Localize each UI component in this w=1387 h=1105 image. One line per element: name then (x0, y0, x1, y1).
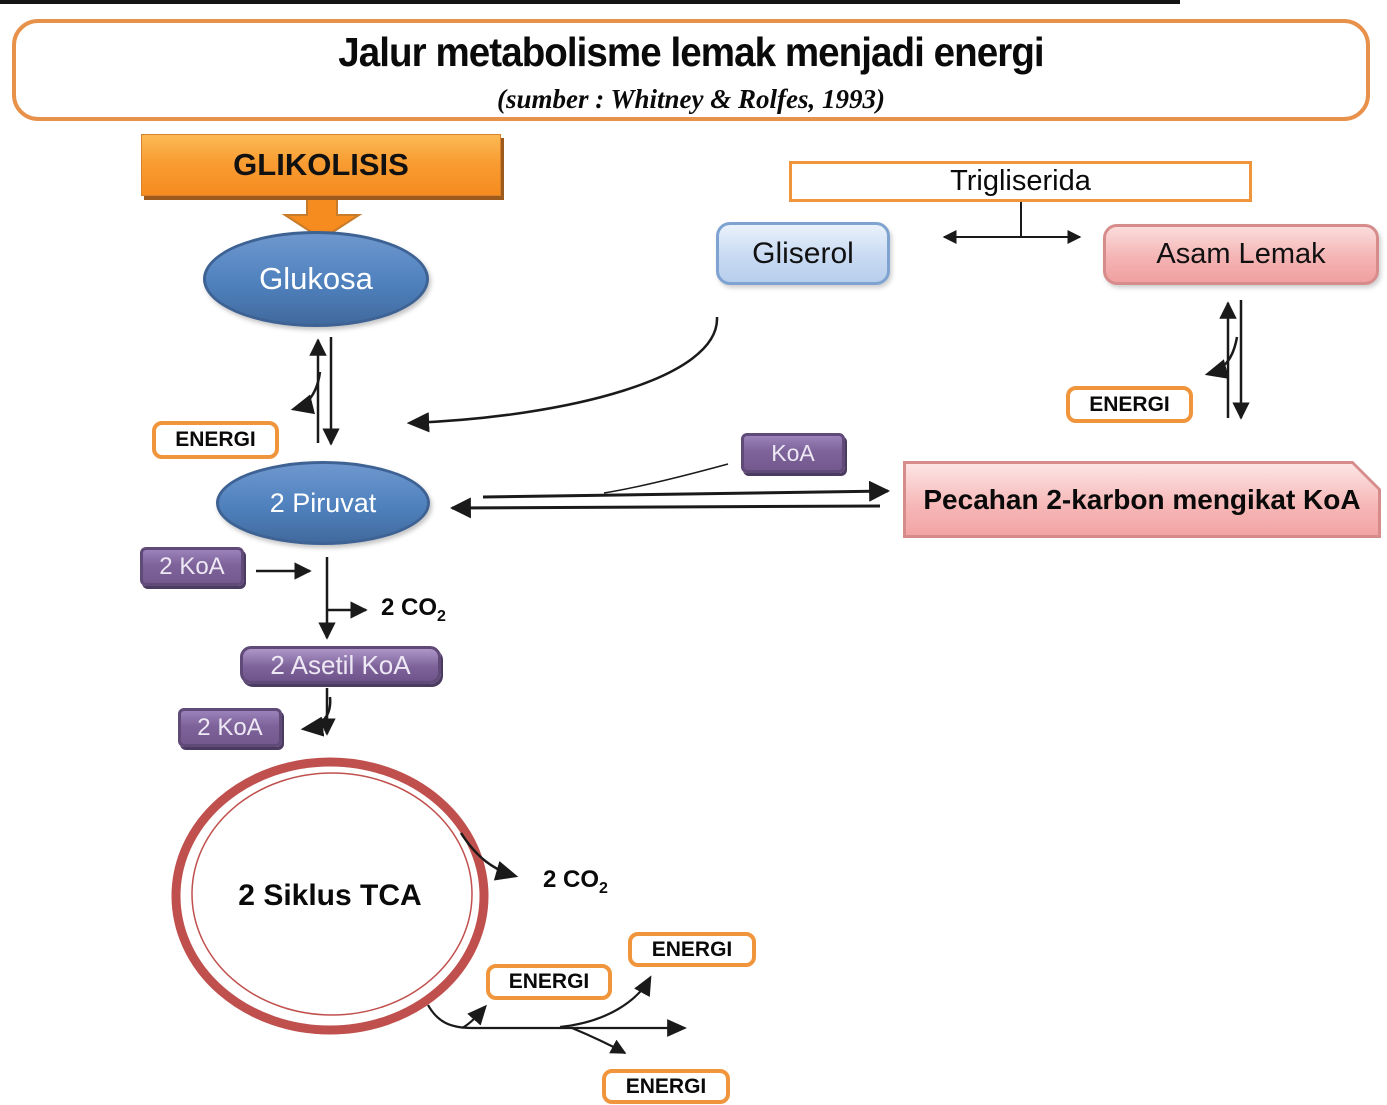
arrow-glukosa-piruvat (290, 337, 340, 446)
title-box (12, 19, 1370, 121)
node-glukosa: Glukosa (203, 231, 429, 327)
node-2-siklus-tca: 2 Siklus TCA (238, 879, 422, 912)
node-2-koa-top: 2 KoA (140, 547, 244, 586)
energi-badge-tca-1: ENERGI (486, 964, 612, 1000)
energi-badge-tca-3: ENERGI (602, 1069, 730, 1104)
energi-badge-asam-lemak: ENERGI (1066, 386, 1193, 423)
label-2-co2-piruvat: 2 CO2 (381, 594, 446, 626)
node-gliserol: Gliserol (716, 222, 890, 285)
label-2-co2-tca: 2 CO2 (543, 866, 608, 898)
page-subtitle: (sumber : Whitney & Rolfes, 1993) (496, 83, 885, 114)
node-pecahan-2-karbon: Pecahan 2-karbon mengikat KoA (903, 461, 1381, 538)
arrow-piruvat-asetil (318, 557, 368, 640)
node-asam-lemak: Asam Lemak (1103, 224, 1379, 285)
node-2-koa-bottom: 2 KoA (178, 708, 282, 747)
pecahan-label: Pecahan 2-karbon mengikat KoA (906, 464, 1378, 535)
node-2-asetil-koa: 2 Asetil KoA (240, 646, 441, 684)
node-glikolisis: GLIKOLISIS (141, 134, 501, 196)
co2-subscript: 2 (599, 879, 608, 897)
arrow-trigliserida-split (942, 202, 1082, 244)
slide-top-edge (0, 0, 1180, 4)
node-koa: KoA (741, 433, 845, 473)
node-trigliserida: Trigliserida (789, 161, 1252, 202)
arrow-asam-lemak-pecahan (1204, 300, 1250, 420)
co2-text: 2 CO (381, 594, 438, 621)
arrow-tca-co2 (459, 832, 519, 881)
co2-subscript: 2 (437, 607, 446, 625)
page-title: Jalur metabolisme lemak menjadi energi (338, 28, 1044, 75)
co2-text: 2 CO (543, 866, 600, 893)
arrow-gliserol-to-glikolisis (406, 316, 719, 433)
arrow-asetil-tca (300, 688, 336, 737)
energi-badge-glikolisis: ENERGI (152, 421, 279, 459)
node-2-piruvat: 2 Piruvat (216, 461, 430, 545)
energi-badge-tca-2: ENERGI (628, 932, 756, 967)
